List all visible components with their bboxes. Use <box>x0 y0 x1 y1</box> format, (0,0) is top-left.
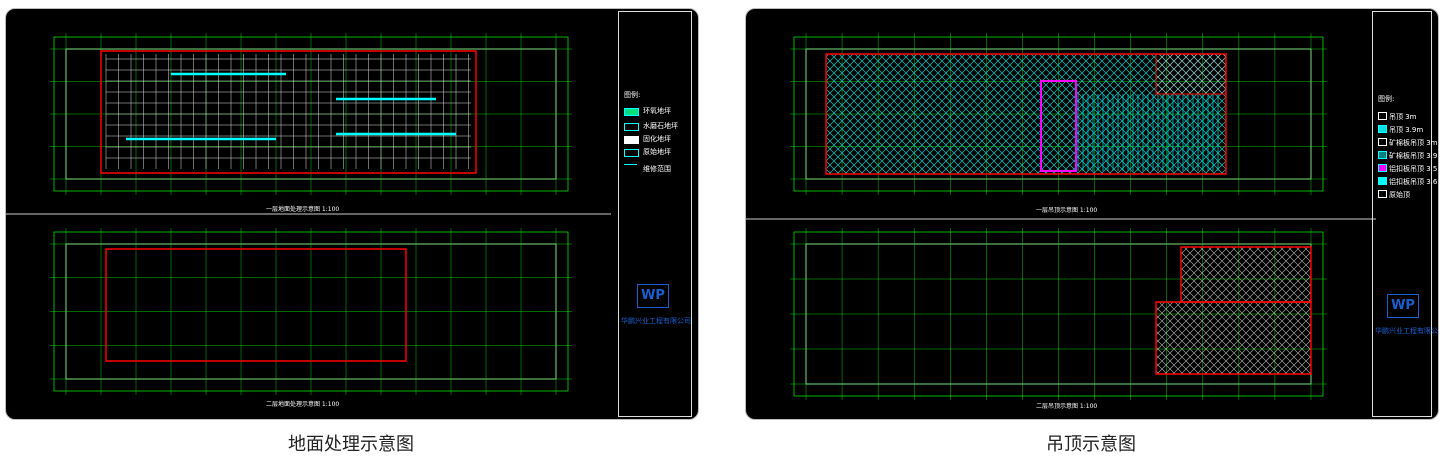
plan-title-2: 二层吊顶示意图 1:100 <box>1036 403 1098 410</box>
legend-item: 矿棉板吊顶 3m <box>1389 139 1438 147</box>
plan-floor-2 <box>50 228 572 395</box>
legend-item: 吊顶 3m <box>1389 113 1417 121</box>
floor-zone <box>105 248 407 362</box>
plan-title-2: 二层地面处理示意图 1:100 <box>266 401 340 408</box>
legend-title: 图例: <box>1378 95 1395 103</box>
caption-floor: 地面处理示意图 <box>288 434 414 455</box>
caption-ceiling: 吊顶示意图 <box>1046 434 1136 455</box>
ceiling-drawing: 一层吊顶示意图 1:100 二层吊顶示意图 1:100 图例: 吊顶 3m 吊顶… <box>745 8 1439 420</box>
title-block: 图例: 环氧地坪 水磨石地坪 固化地坪 原始地坪 维修范围 WP 华鹏兴业工程有… <box>618 11 692 417</box>
legend-item: 水磨石地坪 <box>643 122 678 130</box>
plan-title-1: 一层吊顶示意图 1:100 <box>1036 207 1098 214</box>
title-block: 图例: 吊顶 3m 吊顶 3.9m 矿棉板吊顶 3m 矿棉板吊顶 3.9m 铝扣… <box>1372 11 1438 417</box>
plan-title-1: 一层地面处理示意图 1:100 <box>266 206 340 213</box>
legend-item: 维修范围 <box>643 165 671 173</box>
floor-plans <box>6 33 611 395</box>
ceiling-zone <box>1180 246 1312 303</box>
floor-zone <box>100 50 477 174</box>
legend-item: 吊顶 3.9m <box>1389 126 1424 134</box>
company-name: 华鹏兴业工程有限公司 <box>1375 327 1439 335</box>
company-name: 华鹏兴业工程有限公司 <box>621 317 691 325</box>
ceiling-zone <box>1155 53 1227 95</box>
ceiling-zone <box>1076 94 1221 171</box>
legend-item: 矿棉板吊顶 3.9m <box>1389 152 1439 160</box>
floor-treatment-drawing: 一层地面处理示意图 1:100 二层地面处理示意图 1:100 图例: 环氧地坪… <box>5 8 699 420</box>
legend-item: 环氧地坪 <box>643 107 671 115</box>
legend-item: 铝扣板吊顶 3.6 <box>1389 178 1438 186</box>
legend-item: 固化地坪 <box>643 135 671 143</box>
ceiling-plans <box>746 33 1376 400</box>
ceiling-zone <box>1155 301 1312 375</box>
legend-title: 图例: <box>624 91 641 99</box>
legend-item: 铝扣板吊顶 3.5 <box>1389 165 1438 173</box>
legend-item: 原始顶 <box>1389 191 1410 199</box>
legend-item: 原始地坪 <box>643 148 671 156</box>
company-logo: WP <box>1387 294 1419 318</box>
company-logo: WP <box>637 284 669 308</box>
